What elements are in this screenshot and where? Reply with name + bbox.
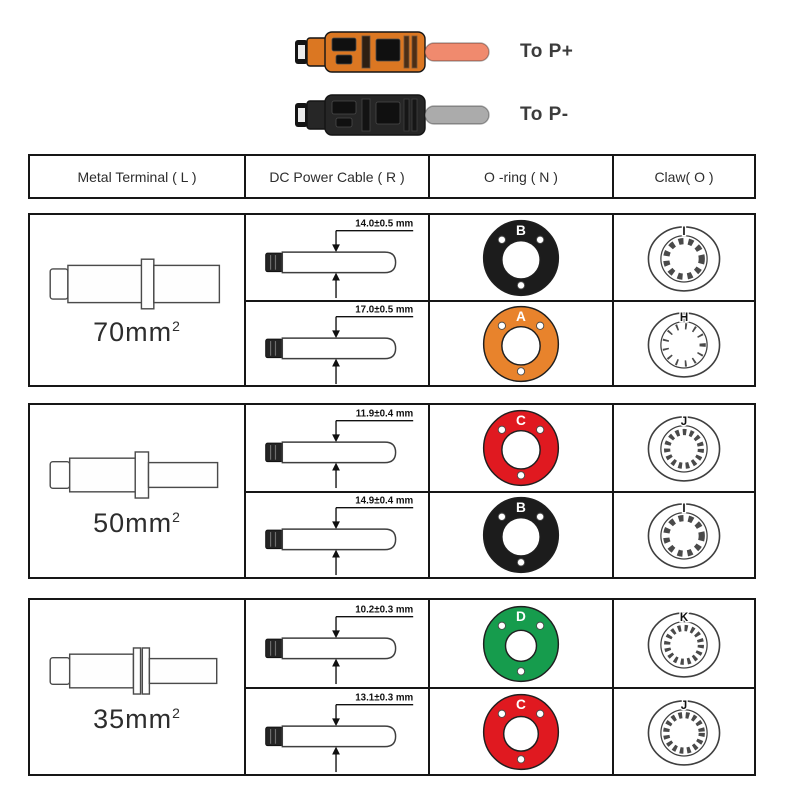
terminal-size-label: 35mm2 (93, 704, 181, 735)
oring-letter: D (516, 609, 526, 624)
terminal-size-sup: 2 (172, 508, 181, 525)
claw-icon: I (647, 502, 721, 569)
claw-icon: J (647, 698, 721, 766)
oring-icon: B (482, 496, 560, 574)
claw-cell: J (612, 405, 754, 491)
strip-length-label: 17.0±0.5 mm (355, 304, 413, 315)
oring-icon: C (482, 409, 560, 487)
oring-cell: C (428, 405, 612, 491)
terminal-size-text: 70mm (93, 316, 173, 347)
claw-cell: J (612, 687, 754, 774)
negative-connector-icon (295, 94, 490, 136)
header-metal-terminal: Metal Terminal ( L ) (77, 168, 197, 185)
header-claw: Claw( O ) (612, 156, 754, 197)
negative-connector-row: To P- (292, 89, 800, 141)
metal-terminal-drawing-35mm2 (49, 646, 218, 695)
table-header: Metal Terminal ( L ) DC Power Cable ( R … (28, 154, 756, 199)
claw-icon: K (647, 610, 721, 678)
claw-cell: K (612, 600, 754, 687)
positive-connector-icon (295, 31, 490, 73)
oring-cell: D (428, 600, 612, 687)
oring-icon: A (482, 305, 560, 382)
claw-icon: J (647, 415, 721, 482)
strip-length-label: 10.2±0.3 mm (355, 604, 413, 615)
terminal-size-sup: 2 (172, 317, 181, 334)
spec-group-70mm2: 70mm2 14.0±0.5 mm (28, 213, 756, 387)
claw-cell: H (612, 300, 754, 385)
claw-letter: K (680, 611, 689, 623)
oring-icon: B (482, 219, 560, 296)
terminal-size-label: 50mm2 (93, 508, 181, 539)
claw-letter: H (680, 311, 688, 323)
cable-strip-diagram: 10.2±0.3 mm (265, 604, 414, 684)
positive-connector-row: To P+ (292, 26, 800, 78)
oring-cell: C (428, 687, 612, 774)
metal-terminal-drawing-70mm2 (49, 257, 221, 310)
spec-group-35mm2: 35mm2 10.2±0.3 mm (28, 598, 756, 776)
to-p-minus-label: To P- (520, 104, 569, 125)
strip-length-label: 14.9±0.4 mm (355, 496, 413, 507)
oring-letter: B (516, 500, 526, 515)
oring-icon: D (482, 605, 560, 682)
terminal-size-text: 35mm (93, 703, 173, 734)
oring-letter: B (516, 223, 526, 238)
cable-cell: 17.0±0.5 mm (244, 300, 428, 385)
terminal-size-label: 70mm2 (93, 317, 181, 348)
spec-group-50mm2: 50mm2 11.9±0.4 mm (28, 403, 756, 579)
terminal-cell-35mm2: 35mm2 (30, 600, 244, 774)
oring-cell: B (428, 491, 612, 577)
oring-icon: C (482, 693, 560, 770)
header-oring: O -ring ( N ) (428, 156, 612, 197)
terminal-cell-50mm2: 50mm2 (30, 405, 244, 577)
claw-cell: I (612, 491, 754, 577)
oring-letter: A (516, 309, 526, 324)
connector-illustrations: To P+ To P- (0, 0, 800, 141)
claw-cell: I (612, 215, 754, 300)
claw-letter: I (682, 503, 685, 515)
to-p-plus-label: To P+ (520, 41, 574, 62)
cable-strip-diagram: 13.1±0.3 mm (265, 692, 414, 772)
terminal-cell-70mm2: 70mm2 (30, 215, 244, 385)
strip-length-label: 14.0±0.5 mm (355, 218, 413, 229)
cable-cell: 13.1±0.3 mm (244, 687, 428, 774)
cable-strip-diagram: 14.9±0.4 mm (265, 496, 414, 576)
cable-strip-diagram: 17.0±0.5 mm (265, 304, 414, 384)
claw-icon: I (647, 224, 721, 292)
cable-strip-diagram: 14.0±0.5 mm (265, 218, 414, 298)
cable-cell: 14.0±0.5 mm (244, 215, 428, 300)
oring-letter: C (516, 413, 526, 428)
claw-icon: H (647, 310, 721, 378)
strip-length-label: 13.1±0.3 mm (355, 692, 413, 703)
cable-strip-diagram: 11.9±0.4 mm (265, 409, 414, 489)
oring-letter: C (516, 697, 526, 712)
oring-cell: B (428, 215, 612, 300)
oring-cell: A (428, 300, 612, 385)
cable-cell: 10.2±0.3 mm (244, 600, 428, 687)
terminal-size-text: 50mm (93, 507, 173, 538)
metal-terminal-drawing-50mm2 (49, 450, 219, 499)
strip-length-label: 11.9±0.4 mm (356, 409, 414, 420)
cable-cell: 11.9±0.4 mm (244, 405, 428, 491)
terminal-size-sup: 2 (172, 704, 181, 721)
claw-letter: J (681, 699, 687, 711)
claw-letter: I (682, 225, 685, 237)
claw-letter: J (681, 416, 687, 428)
header-dc-power-cable: DC Power Cable ( R ) (244, 156, 428, 197)
cable-cell: 14.9±0.4 mm (244, 491, 428, 577)
